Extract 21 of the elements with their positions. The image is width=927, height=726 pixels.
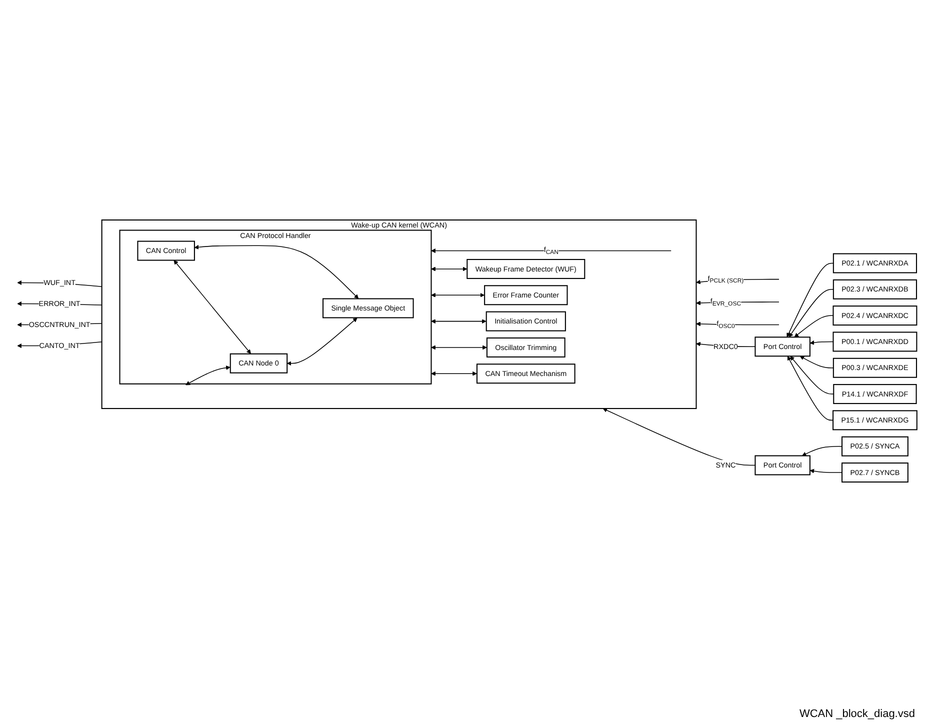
arrow xyxy=(194,244,359,299)
arrow xyxy=(186,366,230,386)
arrow xyxy=(802,446,842,456)
arrow xyxy=(787,356,834,421)
arrow xyxy=(431,266,468,272)
arrow xyxy=(810,340,834,345)
arrow xyxy=(602,408,756,466)
arrow xyxy=(786,262,834,338)
arrow xyxy=(800,356,834,368)
arrow xyxy=(794,315,834,338)
arrow xyxy=(790,356,834,394)
arrow xyxy=(431,248,672,254)
arrow xyxy=(286,318,358,366)
arrow xyxy=(431,371,477,376)
file-name-note: WCAN _block_diag.vsd xyxy=(799,708,915,720)
arrow xyxy=(810,468,842,474)
arrow xyxy=(174,260,251,354)
arrow xyxy=(431,292,485,298)
arrow xyxy=(788,289,834,338)
arrow xyxy=(431,319,486,324)
arrow xyxy=(431,345,487,350)
